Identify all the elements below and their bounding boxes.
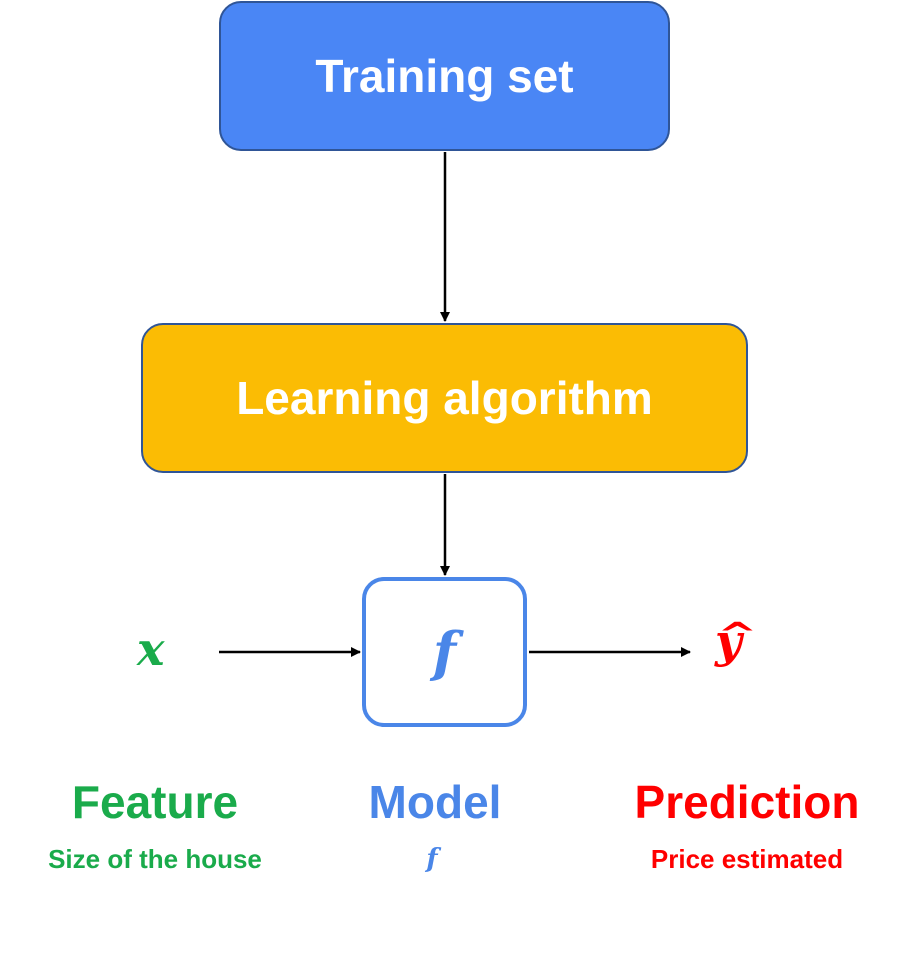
model-symbol: f: [432, 620, 457, 684]
feature-subtitle: Size of the house: [48, 844, 262, 874]
training-set-node: Training set: [219, 1, 670, 151]
model-subtitle: f: [426, 844, 438, 874]
feature-title: Feature: [71, 776, 239, 828]
output-hat-symbol: ^: [717, 615, 758, 653]
model-title: Model: [368, 776, 502, 828]
prediction-subtitle: Price estimated: [650, 844, 844, 874]
model-node: f: [362, 577, 527, 727]
prediction-title: Prediction: [634, 776, 860, 828]
input-variable: x: [137, 622, 165, 676]
output-variable: y: [715, 614, 742, 668]
learning-algorithm-node: Learning algorithm: [141, 323, 748, 473]
